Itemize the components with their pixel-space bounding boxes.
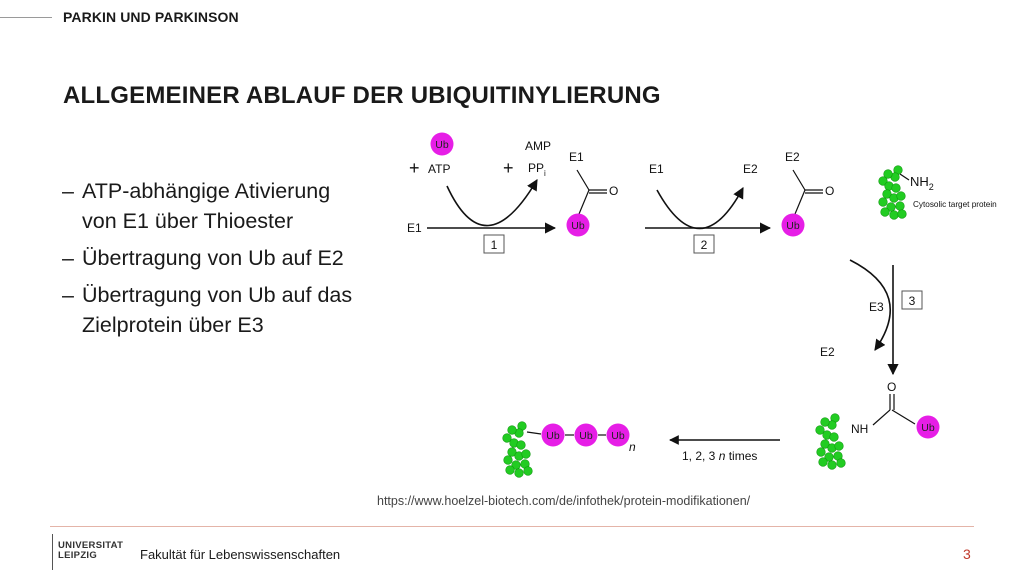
bond: [792, 169, 806, 191]
bullet-item: –ATP-abhängige Ativierung von E1 über Th…: [62, 176, 362, 236]
section-title: PARKIN UND PARKINSON: [63, 9, 239, 25]
step-box-2: [693, 234, 715, 254]
plus-sign: +: [503, 158, 514, 178]
e2-label: E2: [743, 162, 758, 176]
amine-label: NH2: [910, 174, 934, 192]
ub-label: Ub: [435, 139, 449, 151]
step-box-1: [483, 234, 505, 254]
header-rule: [0, 17, 52, 18]
e2-label: E2: [785, 150, 800, 164]
ub-circle-atp: [430, 132, 454, 156]
bullet-item: –Übertragung von Ub auf das Zielprotein …: [62, 280, 362, 340]
oxygen-label: O: [609, 184, 618, 198]
bond: [576, 169, 590, 191]
step-number-3: 3: [909, 294, 916, 308]
repeat-label-n: n: [719, 449, 726, 463]
page-number: 3: [963, 546, 971, 562]
ub-chain-circle-1: [541, 423, 565, 447]
logo-line-2: LEIPZIG: [58, 550, 98, 561]
nh2-subscript: 2: [929, 182, 934, 192]
bond: [526, 431, 542, 435]
ub-label: Ub: [579, 430, 593, 442]
repeat-label-times: times: [725, 449, 757, 463]
target-protein-label: Cytosolic target protein: [913, 200, 997, 209]
slide-title: ALLGEMEINER ABLAUF DER UBIQUITINYLIERUNG: [63, 82, 661, 109]
ubiquitination-diagram: Ub + ATP AMP + PPi E1 1 E1 O Ub E1 E2 2 …: [407, 132, 997, 478]
bullet-dash: –: [62, 179, 74, 203]
reaction-arc-3: [849, 259, 891, 351]
bond: [794, 189, 806, 215]
ub-circle-e2: [781, 213, 805, 237]
atp-label: ATP: [428, 162, 450, 176]
ub-chain-circle-3: [606, 423, 630, 447]
plus-sign: +: [409, 158, 420, 178]
bullet-dash: –: [62, 246, 74, 270]
university-logo: UNIVERSITAT LEIPZIG: [58, 541, 123, 561]
bond: [578, 189, 590, 215]
ub-label: Ub: [611, 430, 625, 442]
logo-bar: [52, 534, 53, 570]
bullet-text: ATP-abhängige Ativierung von E1 über Thi…: [82, 179, 331, 233]
step-number-2: 2: [701, 238, 708, 252]
ub-label: Ub: [921, 422, 935, 434]
pp-subscript: i: [544, 169, 546, 178]
pp-label: PP: [528, 161, 544, 175]
nh2-label: NH: [910, 174, 929, 189]
bullet-text: Übertragung von Ub auf das Zielprotein ü…: [82, 283, 353, 337]
e1-label: E1: [407, 221, 422, 235]
modified-protein: [815, 413, 846, 470]
source-url[interactable]: https://www.hoelzel-biotech.com/de/infot…: [377, 494, 751, 508]
ub-circle-target: [916, 415, 940, 439]
oxygen-label: O: [887, 380, 896, 394]
bullet-item: –Übertragung von Ub auf E2: [62, 243, 362, 273]
reaction-arc-2: [656, 187, 744, 230]
e2-label: E2: [820, 345, 835, 359]
bullet-dash: –: [62, 283, 74, 307]
ppi-label: PPi: [528, 161, 546, 178]
bond: [891, 409, 916, 425]
bond: [872, 409, 891, 426]
ub-chain-circle-2: [574, 423, 598, 447]
repeat-label-numbers: 1, 2, 3: [682, 449, 719, 463]
ub-label: Ub: [546, 430, 560, 442]
logo-line-1: UNIVERSITAT: [58, 540, 124, 551]
e1-label: E1: [569, 150, 584, 164]
step-number-1: 1: [491, 238, 498, 252]
chain-n-label: n: [629, 440, 636, 454]
ub-circle-e1: [566, 213, 590, 237]
ub-label: Ub: [571, 220, 585, 232]
oxygen-label: O: [825, 184, 834, 198]
polyubiquitinated-protein: [502, 421, 533, 478]
repeat-label: 1, 2, 3 n times: [682, 449, 757, 463]
bullet-text: Übertragung von Ub auf E2: [82, 246, 344, 270]
target-protein: [878, 165, 907, 220]
footer-rule: [50, 526, 974, 527]
e3-label: E3: [869, 300, 884, 314]
bond: [899, 173, 910, 181]
amp-label: AMP: [525, 139, 551, 153]
step-box-3: [901, 290, 923, 310]
faculty-name: Fakultät für Lebenswissenschaften: [140, 547, 341, 562]
nh-label: NH: [851, 422, 868, 436]
ub-label: Ub: [786, 220, 800, 232]
e1-label: E1: [649, 162, 664, 176]
bullet-list: –ATP-abhängige Ativierung von E1 über Th…: [62, 176, 362, 347]
reaction-arc-1: [446, 179, 538, 227]
